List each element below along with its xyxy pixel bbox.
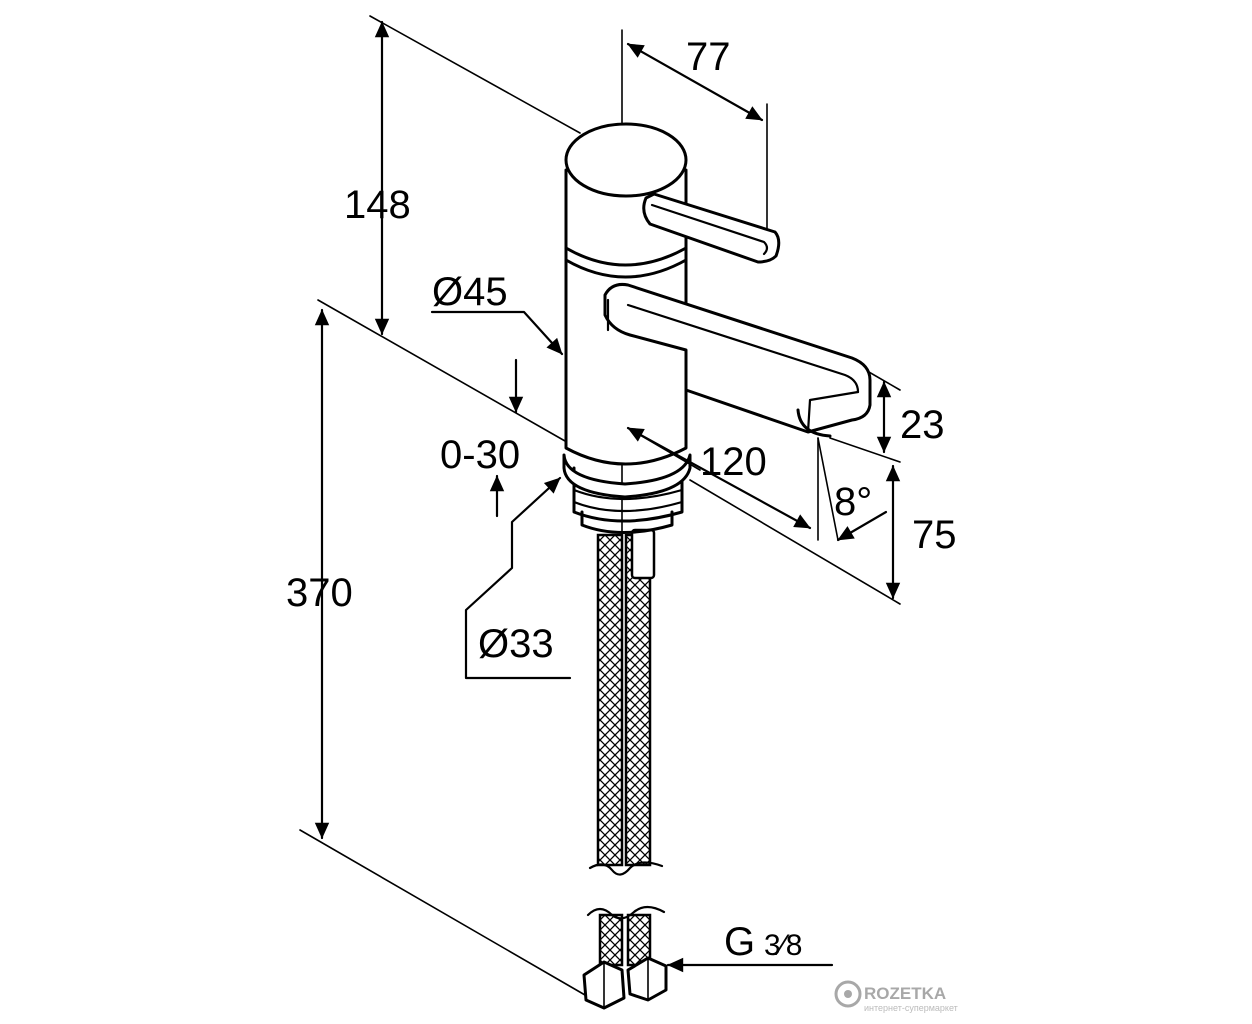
dim-thread-fraction: 3⁄8	[764, 929, 802, 962]
dim-diameter-33: Ø33	[478, 622, 554, 666]
dim-8-degree: 8°	[834, 480, 872, 524]
dim-23: 23	[900, 403, 945, 447]
dim-0-30: 0-30	[440, 433, 520, 477]
hose-nuts	[582, 956, 668, 1010]
supply-hoses	[586, 533, 666, 967]
dim-diameter-45: Ø45	[432, 270, 508, 314]
rozetka-logo-icon	[834, 980, 862, 1008]
dimension-arrows	[314, 20, 901, 973]
dim-370: 370	[286, 571, 353, 615]
dim-thread-g: G	[724, 920, 755, 964]
dim-77: 77	[686, 35, 731, 79]
dim-120: 120	[700, 440, 767, 484]
watermark-tagline: интернет-супермаркет	[864, 1003, 958, 1013]
dim-148: 148	[344, 183, 411, 227]
watermark: ROZETKA интернет-супермаркет	[834, 980, 958, 1013]
faucet-body	[562, 122, 872, 1010]
dim-75: 75	[912, 513, 957, 557]
watermark-brand: ROZETKA	[864, 984, 946, 1003]
dimension-labels: 148 77 Ø45 23 120 0-30 8° 75 370 Ø33 G 3…	[286, 35, 957, 964]
